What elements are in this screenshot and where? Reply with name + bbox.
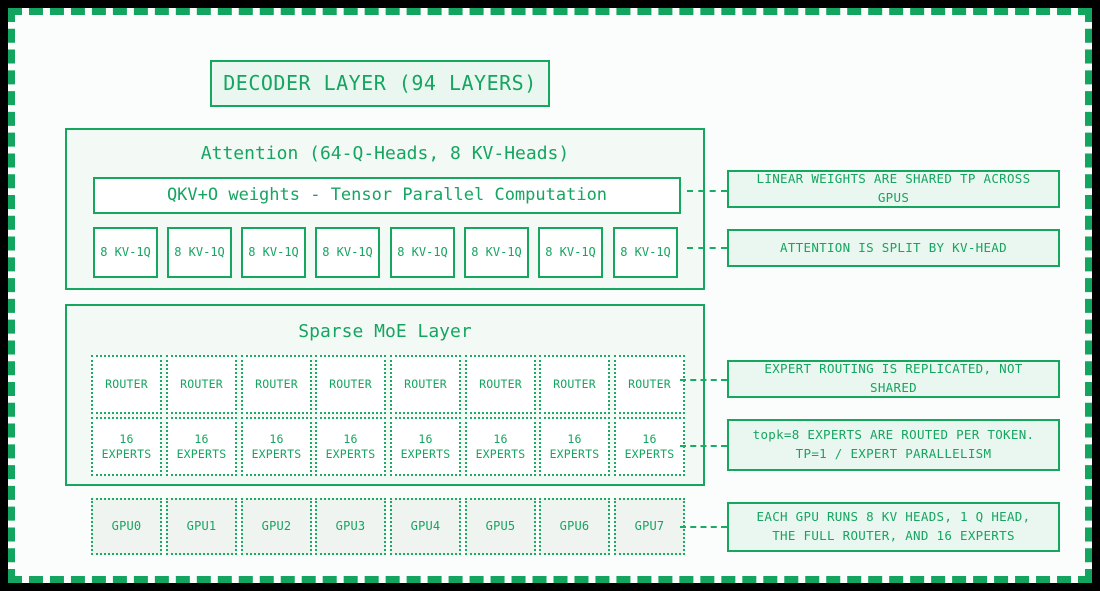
qkvo-weights-box: QKV+O weights - Tensor Parallel Computat… [93, 177, 681, 214]
kv-head-box-6: 8 KV-1Q [538, 227, 603, 278]
router-box-5: ROUTER [465, 355, 536, 414]
gpu-box-3: GPU3 [315, 498, 386, 555]
note-gpu-line1: EACH GPU RUNS 8 KV HEADS, 1 Q HEAD, [756, 509, 1031, 525]
experts-box-0: 16 EXPERTS [91, 417, 162, 476]
note-gpu-line2: THE FULL ROUTER, AND 16 EXPERTS [772, 528, 1015, 543]
router-box-7: ROUTER [614, 355, 685, 414]
gpu-box-2: GPU2 [241, 498, 312, 555]
gpu-box-0: GPU0 [91, 498, 162, 555]
gpu-box-6: GPU6 [539, 498, 610, 555]
router-box-1: ROUTER [166, 355, 237, 414]
note-attention-split: ATTENTION IS SPLIT BY KV-HEAD [727, 229, 1060, 267]
router-box-3: ROUTER [315, 355, 386, 414]
experts-box-5: 16 EXPERTS [465, 417, 536, 476]
kv-head-box-5: 8 KV-1Q [464, 227, 529, 278]
note-topk-line1: topk=8 EXPERTS ARE ROUTED PER TOKEN. [752, 427, 1035, 443]
gpu-box-7: GPU7 [614, 498, 685, 555]
note-expert-routing: EXPERT ROUTING IS REPLICATED, NOT SHARED [727, 360, 1060, 398]
note-topk-line2: TP=1 / EXPERT PARALLELISM [795, 446, 992, 461]
gpu-box-4: GPU4 [390, 498, 461, 555]
moe-panel-title: Sparse MoE Layer [298, 321, 472, 342]
router-box-4: ROUTER [390, 355, 461, 414]
connector-attention-note [687, 247, 727, 249]
diagram-frame: DECODER LAYER (94 LAYERS) Attention (64-… [8, 8, 1092, 583]
experts-box-2: 16 EXPERTS [241, 417, 312, 476]
attention-panel: Attention (64-Q-Heads, 8 KV-Heads) QKV+O… [65, 128, 705, 290]
kv-head-box-1: 8 KV-1Q [167, 227, 232, 278]
note-linear-weights: LINEAR WEIGHTS ARE SHARED TP ACROSS GPUS [727, 170, 1060, 208]
kv-head-box-4: 8 KV-1Q [390, 227, 455, 278]
router-box-2: ROUTER [241, 355, 312, 414]
connector-gpu-note [680, 526, 727, 528]
router-box-0: ROUTER [91, 355, 162, 414]
gpu-box-5: GPU5 [465, 498, 536, 555]
connector-topk-note [680, 445, 727, 447]
kv-head-box-7: 8 KV-1Q [613, 227, 678, 278]
experts-box-6: 16 EXPERTS [539, 417, 610, 476]
note-gpu-runs: EACH GPU RUNS 8 KV HEADS, 1 Q HEAD, THE … [727, 502, 1060, 552]
experts-box-4: 16 EXPERTS [390, 417, 461, 476]
diagram-canvas: DECODER LAYER (94 LAYERS) Attention (64-… [15, 15, 1085, 576]
connector-linear-note [687, 190, 727, 192]
note-topk: topk=8 EXPERTS ARE ROUTED PER TOKEN. TP=… [727, 419, 1060, 471]
decoder-layer-title: DECODER LAYER (94 LAYERS) [210, 60, 550, 107]
router-box-6: ROUTER [539, 355, 610, 414]
experts-box-7: 16 EXPERTS [614, 417, 685, 476]
kv-head-box-2: 8 KV-1Q [241, 227, 306, 278]
connector-routing-note [680, 379, 727, 381]
gpu-box-1: GPU1 [166, 498, 237, 555]
kv-head-box-0: 8 KV-1Q [93, 227, 158, 278]
experts-box-3: 16 EXPERTS [315, 417, 386, 476]
experts-box-1: 16 EXPERTS [166, 417, 237, 476]
attention-panel-title: Attention (64-Q-Heads, 8 KV-Heads) [200, 143, 570, 164]
kv-head-box-3: 8 KV-1Q [315, 227, 380, 278]
